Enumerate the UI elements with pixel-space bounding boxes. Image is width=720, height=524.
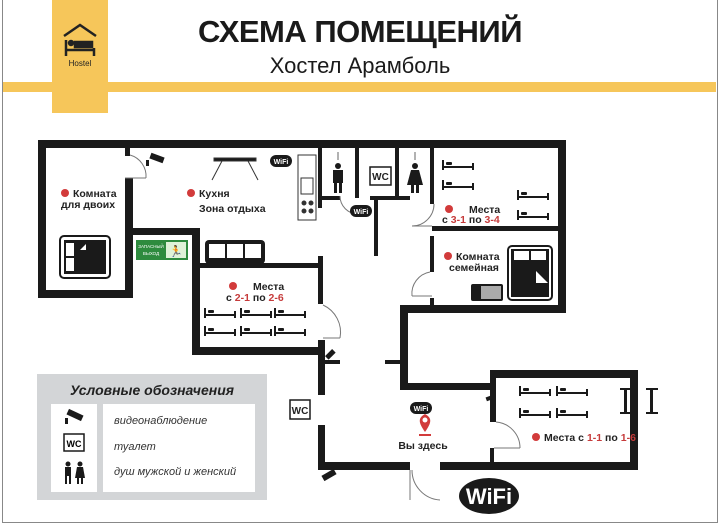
logo-band [52, 0, 108, 113]
legend-label-shower: душ мужской и женский [114, 466, 237, 478]
wc-icon: WC [63, 433, 85, 452]
legend-label-cctv: видеонаблюдение [114, 415, 208, 427]
legend-labels: видеонаблюдение туалет душ мужской и жен… [103, 404, 255, 492]
double-bed-icon [59, 235, 111, 279]
room-range: Места с 1-1 по 1-6 [544, 432, 636, 444]
legend: Условные обозначения WC видеонаблюдение … [37, 374, 267, 500]
walls [38, 140, 638, 470]
bunk-bed-icon [240, 308, 272, 318]
legend-icons: WC [51, 404, 97, 492]
shower-male-female-icon [65, 461, 85, 484]
bunk-bed-icon [240, 326, 272, 336]
double-bed-icon [507, 245, 553, 301]
page-subtitle: Хостел Арамболь [269, 53, 451, 78]
room-range: с 2-1 по 2-6 [226, 292, 284, 304]
bunk-bed-icon [274, 308, 306, 318]
room-label-room2: Места с 2-1 по 2-6 [226, 281, 284, 304]
bunk-bed-icon [274, 326, 306, 336]
wifi-large-icon: WiFi [459, 478, 519, 514]
tv-icon [211, 157, 259, 181]
room-range: с 3-1 по 3-4 [442, 214, 500, 226]
wifi-label: WiFi [274, 159, 289, 166]
cctv-camera-icon [485, 394, 495, 402]
bunk-bed-icon [519, 408, 551, 418]
room-name: Комната [456, 251, 500, 263]
bunk-bed-icon [442, 180, 474, 190]
page-title: СХЕМА ПОМЕЩЕНИЙ [198, 14, 523, 49]
svg-text:🏃: 🏃 [169, 245, 183, 258]
emergency-exit-sign: ЗАПАСНЫЙ ВЫХОД 🏃 [136, 240, 188, 260]
room-label-kitchen: Кухня Зона отдыха [187, 188, 266, 215]
room-name: Места [469, 204, 500, 216]
you-are-here-marker: Вы здесь [398, 414, 448, 452]
room-label-room3: Места с 3-1 по 3-4 [442, 204, 500, 226]
room-name: для двоих [61, 199, 115, 211]
bunk-bed-icon [517, 190, 549, 200]
wc-icon: WC [289, 399, 311, 420]
legend-title: Условные обозначения [69, 382, 234, 398]
kitchen-counter-icon [297, 154, 317, 221]
exit-sign-line2: ВЫХОД [143, 251, 159, 256]
wc-label: WC [372, 172, 389, 183]
bunk-bed-upright-icon [620, 388, 658, 414]
room-label-family: Комната семейная [444, 251, 500, 274]
bunk-bed-icon [556, 408, 588, 418]
wifi-icon: WiFi [270, 155, 292, 167]
room-name: семейная [449, 262, 499, 274]
wifi-icon: WiFi [410, 402, 432, 414]
bunk-bed-icon [517, 210, 549, 220]
room-name: Комната [73, 188, 117, 200]
shower-female-icon [407, 152, 423, 193]
you-are-here-label: Вы здесь [398, 440, 448, 452]
bunk-bed-icon [556, 386, 588, 396]
cctv-camera-icon [65, 408, 84, 424]
room-label-double: Комната для двоих [61, 188, 117, 211]
cctv-camera-icon [321, 468, 337, 482]
wifi-label: WiFi [414, 406, 429, 413]
logo-text: Hostel [68, 59, 92, 68]
wifi-icon: WiFi [350, 205, 372, 217]
shower-male-icon [333, 152, 343, 193]
room-name: Места [253, 281, 284, 293]
wc-label: WC [292, 406, 309, 417]
header-stripe [3, 82, 716, 92]
cctv-camera-icon [146, 152, 165, 166]
sofa-icon [205, 240, 265, 264]
room-name: Кухня [199, 188, 230, 200]
legend-label-wc: туалет [114, 441, 156, 453]
bunk-bed-icon [519, 386, 551, 396]
room-name: Зона отдыха [199, 203, 266, 215]
bunk-bed-icon [204, 308, 236, 318]
doors [125, 154, 521, 501]
wc-icon: WC [369, 166, 392, 186]
bunk-bed-icon [204, 326, 236, 336]
wc-icon-text: WC [67, 439, 82, 449]
wifi-label: WiFi [466, 484, 512, 509]
bunk-beds [204, 160, 588, 418]
hostel-logo-icon [63, 23, 97, 56]
wifi-label: WiFi [354, 209, 369, 216]
room-label-room1: Места с 1-1 по 1-6 [532, 432, 636, 444]
crib-icon [471, 284, 503, 301]
exit-sign-line1: ЗАПАСНЫЙ [138, 242, 164, 249]
cctv-camera-icon [325, 349, 336, 360]
bunk-bed-icon [442, 160, 474, 170]
